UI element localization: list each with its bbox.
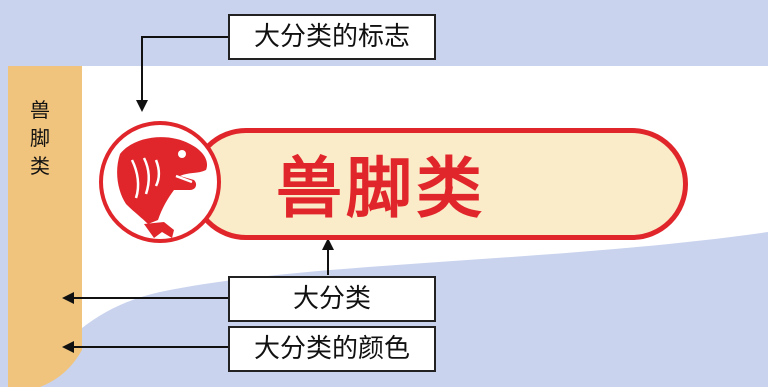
- arrowhead-mark: [136, 100, 148, 112]
- arrowhead-category: [322, 238, 334, 250]
- category-banner: [190, 128, 688, 240]
- category-banner-title: 兽脚类: [276, 150, 486, 227]
- callout-mark: 大分类的标志: [228, 14, 436, 60]
- side-tab: [8, 66, 82, 387]
- theropod-dinosaur-head-icon: [99, 121, 221, 243]
- side-tab-label: 兽脚类: [30, 98, 50, 178]
- callout-category: 大分类: [228, 276, 436, 322]
- arrowhead-side-category: [62, 292, 74, 304]
- callout-category-color: 大分类的颜色: [228, 326, 436, 372]
- arrow-mark: [141, 36, 228, 100]
- arrowhead-side-color: [62, 341, 74, 353]
